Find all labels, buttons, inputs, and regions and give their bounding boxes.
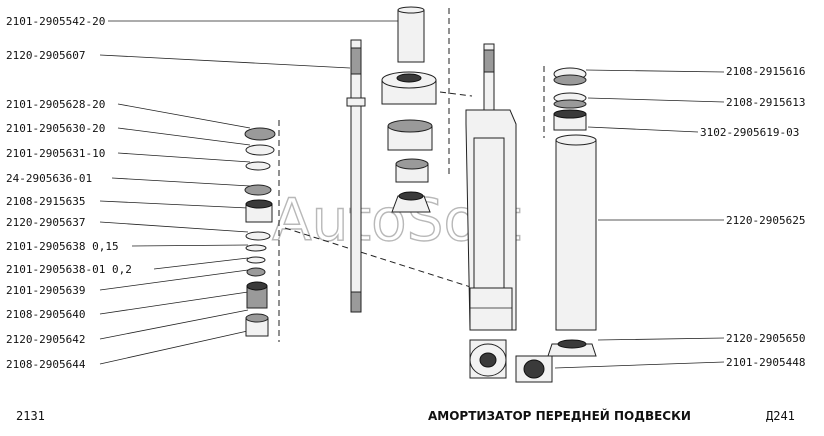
label-right-2: 2108-2915613	[726, 96, 805, 109]
label-right-3: 3102-2905619-03	[700, 126, 799, 139]
label-left-10: 2101-2905638-01 0,2	[6, 263, 132, 276]
leader-lines-right	[554, 69, 725, 369]
label-left-6: 24-2905636-01	[6, 172, 92, 185]
diagram-code: Д241	[766, 409, 795, 423]
label-left-14: 2108-2905644	[6, 358, 86, 371]
label-left-5: 2101-2905631-10	[6, 147, 105, 160]
valve-stack-parts	[244, 127, 276, 337]
leader-lines-left	[99, 20, 398, 365]
label-left-13: 2120-2905642	[6, 333, 85, 346]
right-labels: 2108-2915616 2108-2915613 3102-2905619-0…	[700, 65, 805, 369]
label-right-4: 2120-2905625	[726, 214, 805, 227]
label-left-12: 2108-2905640	[6, 308, 85, 321]
piston-rod-part	[346, 39, 366, 313]
label-left-4: 2101-2905630-20	[6, 122, 105, 135]
shock-absorber-assembly	[465, 43, 517, 379]
label-right-1: 2108-2915616	[726, 65, 805, 78]
center-stack-parts	[381, 71, 437, 213]
assembly-brackets	[278, 8, 545, 342]
page-number-left: 2131	[16, 409, 45, 423]
silent-block-part	[515, 355, 553, 383]
label-right-6: 2101-2905448	[726, 356, 805, 369]
protective-sleeve-part	[397, 6, 425, 63]
label-left-1: 2101-2905542-20	[6, 15, 105, 28]
nut-part	[547, 339, 597, 357]
footer: 2131 АМОРТИЗАТОР ПЕРЕДНЕЙ ПОДВЕСКИ Д241	[16, 408, 795, 423]
diagram-caption: АМОРТИЗАТОР ПЕРЕДНЕЙ ПОДВЕСКИ	[428, 408, 691, 423]
label-left-8: 2120-2905637	[6, 216, 85, 229]
label-left-3: 2101-2905628-20	[6, 98, 105, 111]
dust-cover-part	[555, 134, 597, 331]
upper-support-parts	[553, 67, 587, 131]
label-left-2: 2120-2905607	[6, 49, 85, 62]
left-labels: 2101-2905542-20 2120-2905607 2101-290562…	[6, 15, 132, 371]
label-left-11: 2101-2905639	[6, 284, 85, 297]
label-right-5: 2120-2905650	[726, 332, 805, 345]
label-left-7: 2108-2915635	[6, 195, 85, 208]
label-left-9: 2101-2905638 0,15	[6, 240, 119, 253]
